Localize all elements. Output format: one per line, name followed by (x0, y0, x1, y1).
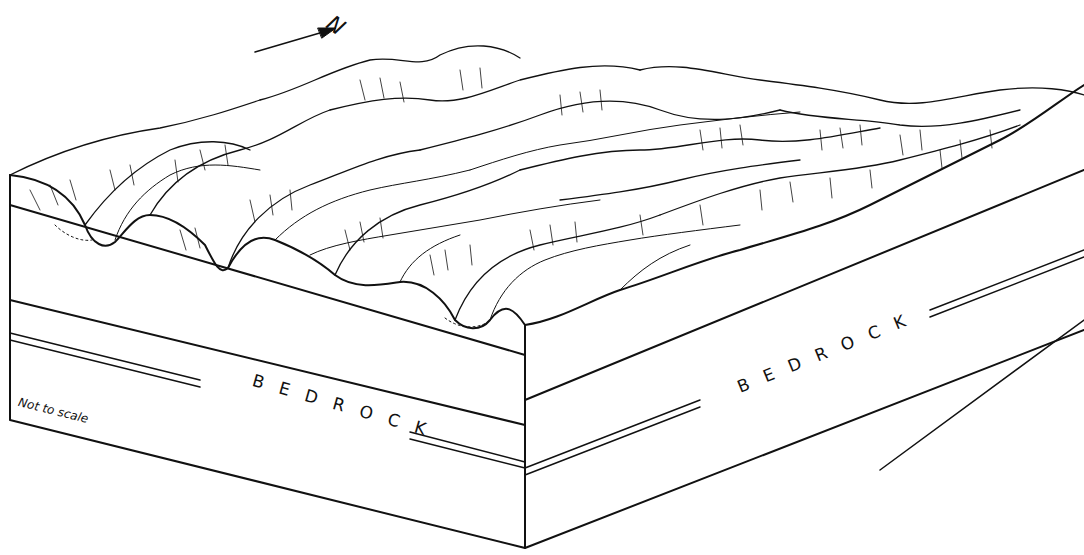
scale-note: Not to scale (17, 396, 89, 425)
wedge-line (880, 320, 1084, 470)
stratum-line (525, 257, 1084, 475)
terrain-edge (525, 85, 1084, 325)
drainage-lines (115, 112, 800, 320)
stratum-line (10, 300, 525, 425)
hill-outlines (10, 46, 1084, 320)
north-arrow-shaft (255, 30, 330, 52)
stratum-line (10, 205, 525, 355)
bedrock-label: BEDROCK (735, 307, 923, 396)
block-left-face (10, 175, 525, 548)
slope-hachures (30, 68, 992, 275)
stratum-line (10, 340, 525, 468)
alluvium (445, 318, 488, 327)
stratum-line (10, 333, 525, 462)
alluvium (55, 225, 92, 240)
stratum-line (525, 170, 1084, 400)
stratum-line (525, 250, 1084, 468)
